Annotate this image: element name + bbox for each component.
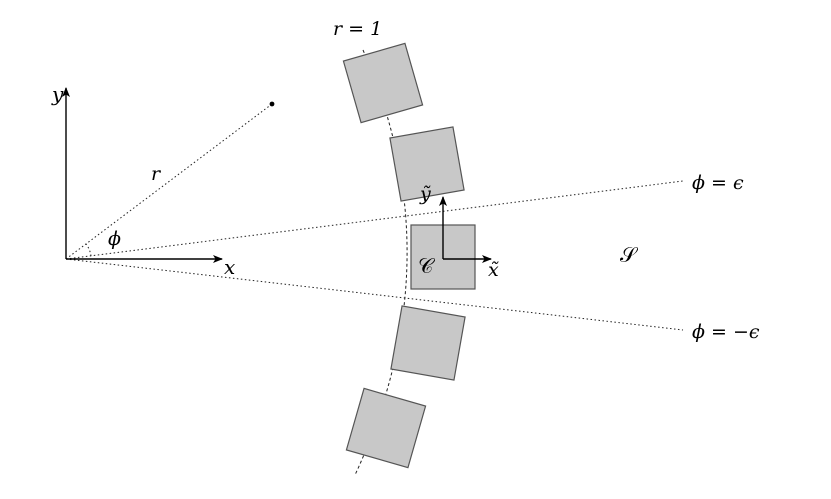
square-3 <box>390 305 466 381</box>
cell-label: 𝒞 <box>418 254 435 278</box>
ray-phi-positive <box>65 180 684 260</box>
region-label: 𝒮 <box>620 243 639 267</box>
x-axis-label: x <box>224 255 235 279</box>
phi-positive-label: ϕ = ϵ <box>692 172 744 194</box>
point <box>269 101 275 107</box>
x-tilde-label: x̃ <box>488 259 499 281</box>
phi-label: ϕ <box>108 228 121 250</box>
ray-r <box>65 103 273 260</box>
square-4 <box>345 387 427 469</box>
r-top-label: r = 1 <box>333 18 382 40</box>
phi-negative-label: ϕ = −ϵ <box>692 321 760 343</box>
angle-arc <box>85 243 92 257</box>
y-axis-label: y <box>51 82 64 106</box>
r-ray-label: r <box>151 163 162 185</box>
ray-phi-negative <box>65 258 684 331</box>
square-2 <box>389 126 465 202</box>
y-tilde-label: ỹ <box>419 183 431 205</box>
square-1 <box>342 42 424 124</box>
